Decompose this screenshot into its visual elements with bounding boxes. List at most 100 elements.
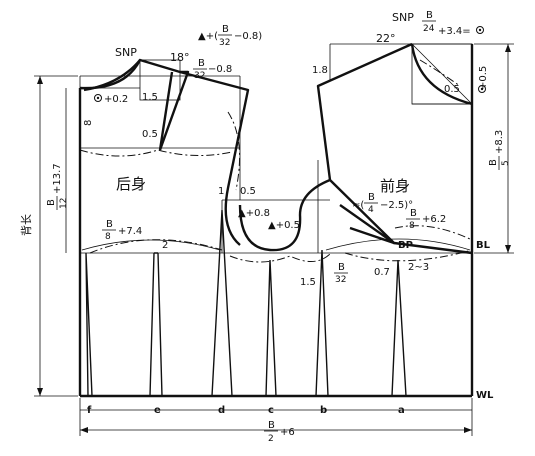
back-neck-top-suffix: −0.8) [234, 31, 262, 42]
side-15: 1.5 [300, 277, 316, 288]
back-width-num: B [106, 219, 113, 230]
front-dart-b: B [368, 192, 375, 203]
back-neck-den: 32 [194, 71, 205, 81]
armhole-05: 0.5 [240, 186, 256, 197]
front-05: 0.5 [444, 84, 460, 95]
bl-label: BL [476, 240, 491, 251]
front-width-num: B [410, 208, 417, 219]
back-neck-suffix: −0.8 [208, 64, 232, 75]
back-05: 0.5 [142, 129, 158, 140]
back-15: 1.5 [142, 92, 158, 103]
bp-07: 0.7 [374, 267, 390, 278]
front-height-num: B [488, 159, 499, 166]
dart-e [149, 252, 163, 397]
front-width-den: 8 [409, 221, 415, 231]
front-height-suffix: +8.3 [494, 130, 505, 154]
point-d: d [218, 405, 225, 416]
front-target-icon [478, 85, 486, 93]
back-2: 2 [162, 240, 168, 251]
arrow-up [37, 76, 43, 84]
front-dash-bust [344, 249, 473, 262]
front-neck-den: 24 [423, 24, 435, 34]
back-dash-1 [79, 149, 233, 157]
front-dart-prefix: ≈( [352, 200, 364, 211]
back-8: 8 [83, 120, 94, 126]
front-plus05: +0.5 [478, 66, 489, 90]
front-height-den: 5 [501, 160, 511, 166]
front-dart [339, 204, 396, 245]
back-neck-box [139, 59, 181, 101]
point-a: a [398, 405, 405, 416]
side-dash [229, 253, 331, 263]
front-dart-suffix: −2.5)° [380, 200, 413, 211]
back-height-num: B [46, 199, 57, 206]
front-neck-dash [419, 59, 461, 87]
back-outline [78, 58, 250, 396]
dart-a [391, 259, 407, 397]
front-height-formula: B 5 +8.3 [488, 130, 511, 170]
back-armhole-dash [227, 111, 241, 191]
back-body-label: 后身 [116, 175, 146, 193]
back-length-label: 背长 [19, 214, 33, 236]
point-e: e [154, 405, 161, 416]
point-f: f [87, 405, 92, 416]
snp-front-label: SNP [392, 11, 414, 24]
dart-f [85, 252, 93, 397]
arrow-up-front [505, 44, 511, 52]
armhole-1: 1 [218, 186, 224, 197]
total-suffix: +6 [280, 427, 295, 438]
angle-back-label: 18° [170, 51, 190, 64]
front-neck-b: B [426, 10, 433, 21]
armhole-05b: ▲+0.5 [268, 220, 300, 231]
dart-c [265, 259, 277, 397]
bp-label: BP [398, 240, 413, 251]
angle-front-label: 22° [376, 32, 396, 45]
bp-23: 2~3 [408, 262, 429, 273]
front-dart-den: 4 [368, 205, 374, 215]
back-neck-top-prefix: ▲+( [198, 31, 218, 42]
side-b: B [338, 262, 345, 273]
front-body-label: 前身 [380, 177, 410, 195]
back-width-den: 8 [105, 232, 111, 242]
back-width-suffix: +7.4 [118, 226, 142, 237]
snp-back-label: SNP [115, 46, 137, 59]
back-plus02: +0.2 [104, 94, 128, 105]
back-height-formula: B 12 +13.7 [46, 163, 69, 210]
side-den: 32 [335, 275, 346, 285]
back-target-icon [94, 94, 102, 102]
back-neck-top-b: B [222, 24, 229, 35]
front-neck-target-icon [476, 26, 484, 34]
front-neck-diag [411, 43, 473, 105]
arrow-down-front [505, 245, 511, 253]
dart-d [211, 209, 233, 397]
point-b: b [320, 405, 327, 416]
back-target-dot [96, 96, 100, 100]
arrow-right [464, 427, 472, 433]
armhole-08: ▲+0.8 [238, 208, 270, 219]
front-neck-curve [410, 43, 473, 106]
point-c: c [268, 405, 274, 416]
total-num: B [268, 420, 275, 431]
front-neck-target-dot [478, 28, 482, 32]
back-width-arc [81, 239, 221, 251]
arrow-left [80, 427, 88, 433]
front-dash-2 [394, 225, 473, 241]
wl-label: WL [476, 390, 494, 401]
front-width-arc [325, 238, 471, 251]
armhole-curve [238, 178, 331, 252]
front-neck-suffix: +3.4= [438, 26, 471, 37]
back-neck-curve [83, 59, 141, 92]
front-18: 1.8 [312, 65, 328, 76]
dart-b [315, 249, 329, 397]
front-width-suffix: +6.2 [422, 214, 446, 225]
back-height-den: 12 [59, 198, 69, 209]
back-neck-top-den: 32 [219, 38, 230, 48]
front-target-dot [480, 87, 484, 91]
arrow-down [37, 388, 43, 396]
back-height-suffix: +13.7 [52, 163, 63, 194]
total-den: 2 [268, 434, 274, 444]
back-neck-b: B [198, 58, 205, 69]
back-shoulder-dart [158, 70, 190, 151]
